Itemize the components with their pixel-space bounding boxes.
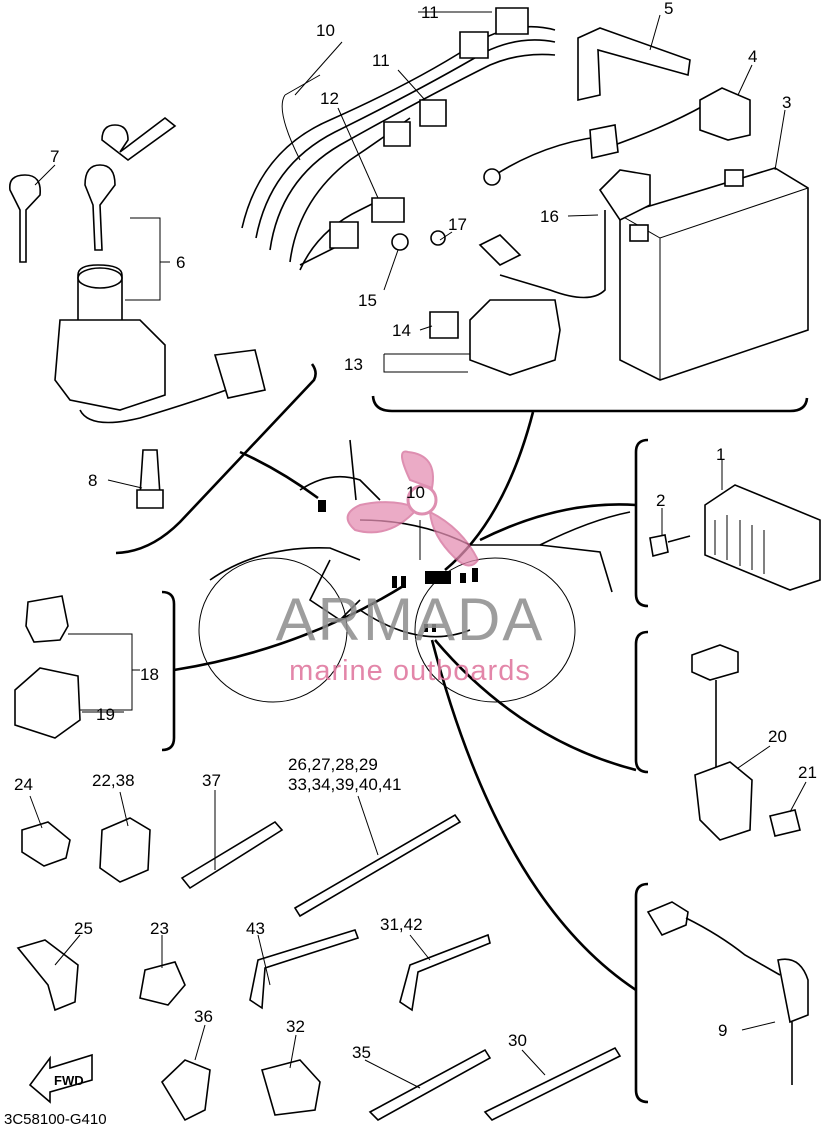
callout-35: 35 bbox=[352, 1043, 371, 1062]
relay-parts bbox=[14, 595, 133, 739]
fwd-arrow: FWD bbox=[28, 1053, 93, 1104]
callout-9: 9 bbox=[718, 1021, 727, 1040]
callout-43: 43 bbox=[246, 919, 265, 938]
callout-20: 20 bbox=[768, 727, 787, 746]
motorcycle-outline bbox=[198, 439, 631, 703]
callout-32: 32 bbox=[286, 1017, 305, 1036]
propeller-logo bbox=[346, 450, 480, 567]
callout-10-center: 10 bbox=[406, 483, 425, 502]
callout-11-mid: 11 bbox=[372, 51, 390, 70]
callout-24: 24 bbox=[14, 775, 33, 794]
callout-1: 1 bbox=[716, 445, 725, 464]
main-switch-assembly bbox=[8, 116, 266, 509]
location-leader-lines bbox=[173, 411, 637, 992]
callout-2: 2 bbox=[656, 491, 665, 510]
plug-cap-assembly bbox=[646, 901, 809, 1085]
callout-7: 7 bbox=[50, 147, 59, 166]
callout-25: 25 bbox=[74, 919, 93, 938]
watermark-tagline: marine outboards bbox=[289, 655, 531, 687]
callout-37: 37 bbox=[202, 771, 221, 790]
callout-31-42: 31,42 bbox=[380, 915, 423, 934]
watermark: ARMADA marine outboards bbox=[276, 450, 545, 687]
callout-21: 21 bbox=[798, 763, 817, 782]
callout-26-29: 26,27,28,29 bbox=[288, 755, 378, 774]
callout-13: 13 bbox=[344, 355, 363, 374]
watermark-brand: ARMADA bbox=[276, 586, 545, 653]
callout-19: 19 bbox=[96, 705, 115, 724]
callout-8: 8 bbox=[88, 471, 97, 490]
callout-11-top: 11 bbox=[421, 3, 439, 22]
callout-23: 23 bbox=[150, 919, 169, 938]
callout-18: 18 bbox=[140, 665, 159, 684]
callout-labels: 1 2 3 4 5 6 7 8 9 10 10 11 11 12 13 14 1… bbox=[14, 0, 817, 1062]
sensor-assembly bbox=[691, 644, 801, 841]
battery-assembly bbox=[483, 27, 809, 381]
callout-15: 15 bbox=[358, 291, 377, 310]
fwd-arrow-label: FWD bbox=[54, 1073, 84, 1088]
callout-6: 6 bbox=[176, 253, 185, 272]
group-brackets bbox=[115, 363, 809, 1104]
diagram-code: 3C58100-G410 bbox=[4, 1111, 107, 1128]
callout-leaders bbox=[29, 11, 807, 1089]
callout-16: 16 bbox=[540, 207, 559, 226]
callout-36: 36 bbox=[194, 1007, 213, 1026]
callout-17: 17 bbox=[448, 215, 467, 234]
callout-22-38: 22,38 bbox=[92, 771, 135, 790]
callout-5: 5 bbox=[664, 0, 673, 18]
callout-4: 4 bbox=[748, 47, 757, 66]
rectifier-regulator bbox=[649, 484, 821, 591]
callout-30: 30 bbox=[508, 1031, 527, 1050]
callout-3: 3 bbox=[782, 93, 791, 112]
callout-10-top: 10 bbox=[316, 21, 335, 40]
callout-33-41: 33,34,39,40,41 bbox=[288, 775, 401, 794]
callout-12: 12 bbox=[320, 89, 339, 108]
starter-relay-assembly bbox=[391, 230, 561, 376]
clamps-and-ties bbox=[16, 813, 622, 1122]
wire-harness bbox=[241, 7, 556, 271]
callout-14: 14 bbox=[392, 321, 411, 340]
